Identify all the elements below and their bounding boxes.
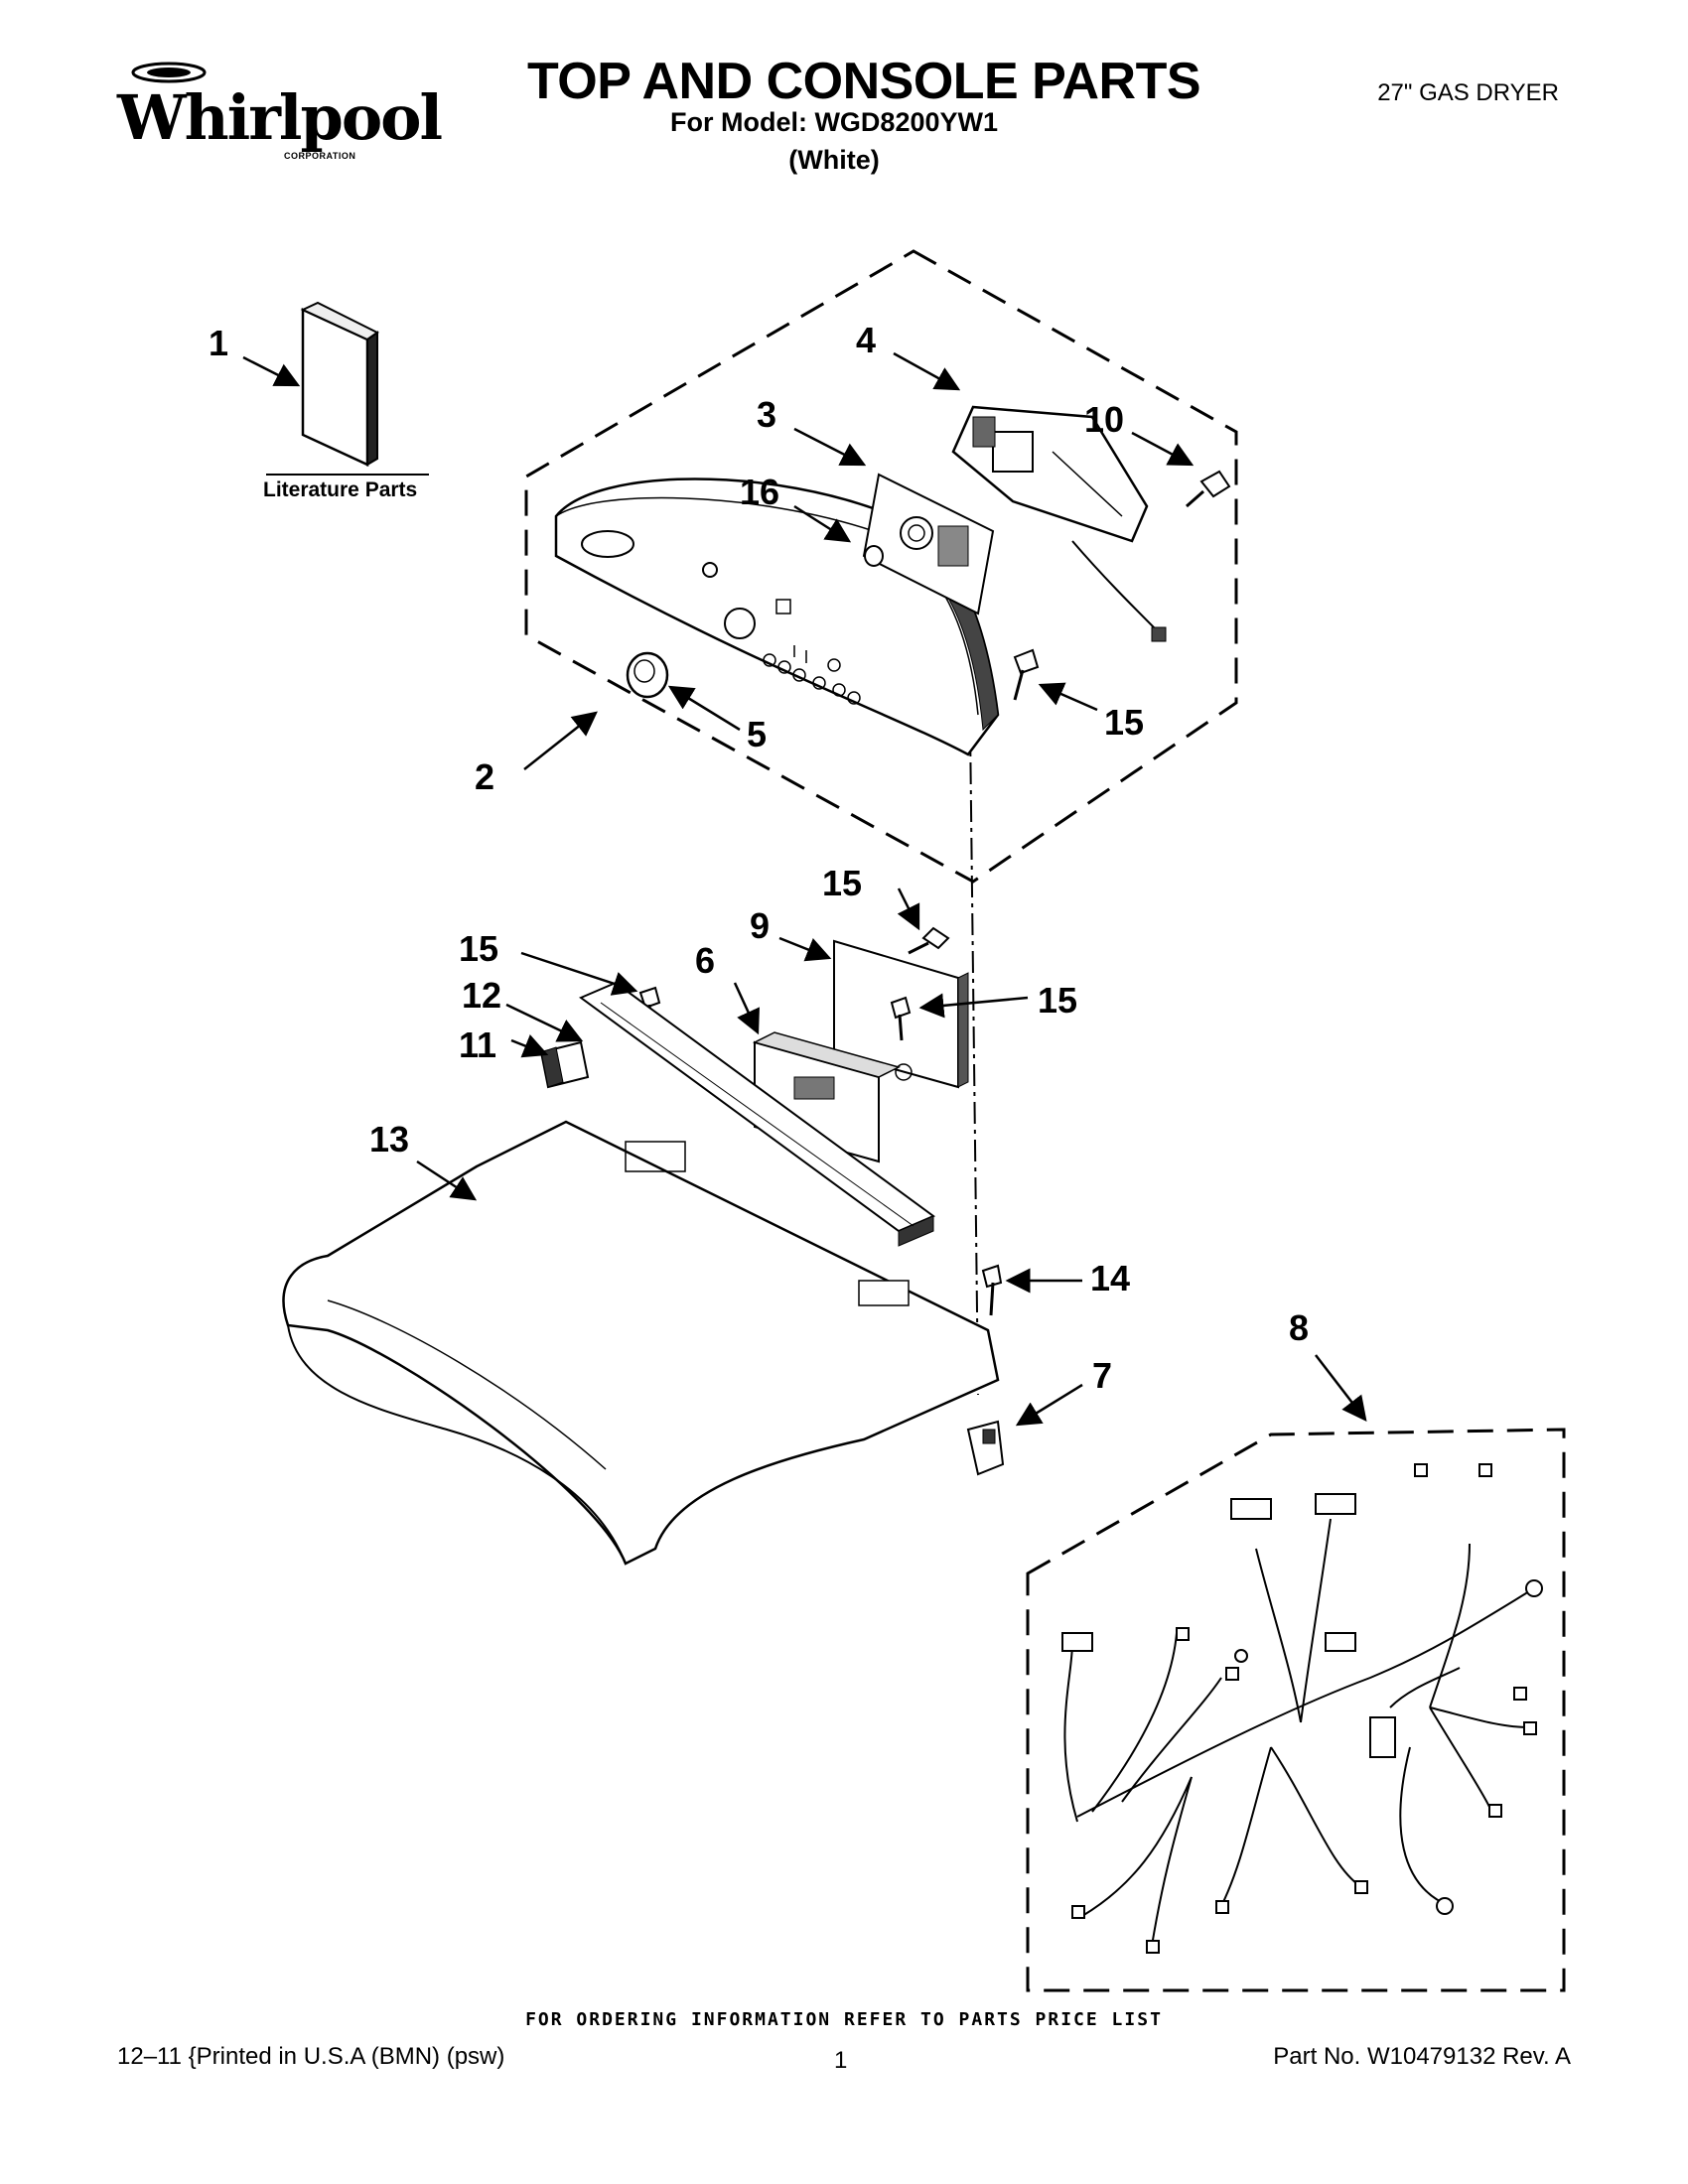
literature-parts-label: Literature Parts [263,478,417,501]
page-title: TOP AND CONSOLE PARTS [526,53,1201,110]
dryer-top-panel [282,1120,1000,1566]
user-interface-board [862,473,995,615]
screw-top-panel [981,1264,1003,1316]
harness-group-outline [1026,1428,1566,1992]
callout-15-bracket-right: 15 [1038,980,1077,1021]
callout-7: 7 [1092,1355,1112,1396]
wire-clip [539,1040,590,1089]
callout-5: 5 [747,714,767,754]
page-number: 1 [834,2047,848,2074]
hinge-clip [966,1420,1005,1476]
callout-3: 3 [757,394,776,435]
console-rail [578,981,936,1247]
callout-15-console: 15 [1104,702,1144,743]
literature-book [300,301,379,467]
callout-11: 11 [459,1024,496,1065]
screw-bracket-right [890,996,912,1041]
callout-15-bracket-top: 15 [822,863,862,903]
spacer-ring [864,545,884,567]
screw-bracket-top [908,926,950,955]
callout-10: 10 [1084,399,1124,440]
screw-console-lower [1013,648,1040,701]
logo-swirl-icon [131,62,207,83]
ordering-note: FOR ORDERING INFORMATION REFER TO PARTS … [525,2009,1163,2030]
model-line: For Model: WGD8200YW1 [669,107,999,137]
callout-16: 16 [740,472,779,512]
callout-15-rail: 15 [459,928,498,969]
callout-2: 2 [475,756,494,797]
alignment-line [969,724,979,1396]
console-group-outline [524,249,1238,884]
callout-6: 6 [695,940,715,981]
brand-subtitle: CORPORATION [284,151,356,161]
callout-13: 13 [369,1119,409,1160]
callout-9: 9 [750,905,770,946]
screw-console-right [1186,470,1231,508]
leader-arrows [242,351,1367,1427]
callout-8: 8 [1289,1307,1309,1348]
control-housing [951,405,1167,642]
part-number: Part No. W10479132 Rev. A [1273,2043,1571,2070]
color-line: (White) [788,145,880,175]
callout-14: 14 [1090,1258,1130,1298]
callout-12: 12 [462,975,501,1016]
control-knob [626,651,669,699]
print-info: 12–11 {Printed in U.S.A (BMN) (psw) [117,2043,505,2070]
product-type: 27" GAS DRYER [1377,79,1559,106]
brand-logo: Whirlpool CORPORATION [117,60,443,161]
wire-harness [1061,1463,1543,1954]
callout-1: 1 [209,323,228,363]
brand-name: Whirlpool [117,81,443,154]
callout-4: 4 [856,320,876,360]
